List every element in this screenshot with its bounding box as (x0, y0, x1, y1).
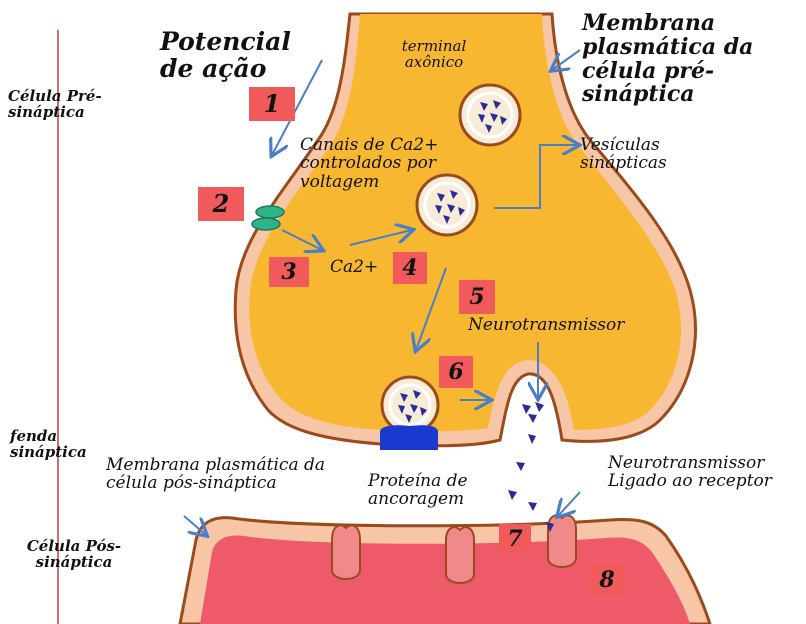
calcium-ion-label: Ca2+ (330, 258, 378, 276)
postsynaptic-membrane-label: Membrana plasmática da célula pós-sinápt… (106, 456, 346, 493)
step-7-badge: 7 (499, 524, 531, 554)
anchoring-protein-label: Proteína de ancoragem (368, 472, 518, 509)
neurotransmitter-label: Neurotransmissor (468, 316, 624, 334)
synaptic-cleft-label: fenda sináptica (10, 428, 120, 460)
calcium-channels-label: Canais de Ca2+ controlados por voltagem (300, 136, 450, 191)
postsynaptic-cell-label: Célula Pós-sináptica (14, 538, 134, 570)
step-8-badge: 8 (589, 564, 625, 596)
step-6-badge: 6 (439, 356, 473, 388)
axon-terminal-label: terminal axônico (394, 38, 474, 70)
step-3-badge: 3 (269, 257, 309, 287)
presynaptic-membrane-label: Membrana plasmática da célula pré-sinápt… (582, 12, 804, 107)
synaptic-vesicles-label: Vesículas sinápticas (580, 136, 690, 173)
step-1-badge: 1 (249, 87, 295, 121)
bound-neurotransmitter-label: Neurotransmissor Ligado ao receptor (608, 454, 804, 491)
step-2-badge: 2 (198, 187, 244, 221)
anchoring-protein-shape (380, 425, 438, 450)
presynaptic-cell-label: Célula Pré-sináptica (8, 88, 128, 120)
step-4-badge: 4 (393, 252, 427, 284)
step-5-badge: 5 (459, 280, 495, 314)
action-potential-label: Potencial de ação (160, 28, 320, 82)
released-neurotransmitters (508, 402, 554, 532)
